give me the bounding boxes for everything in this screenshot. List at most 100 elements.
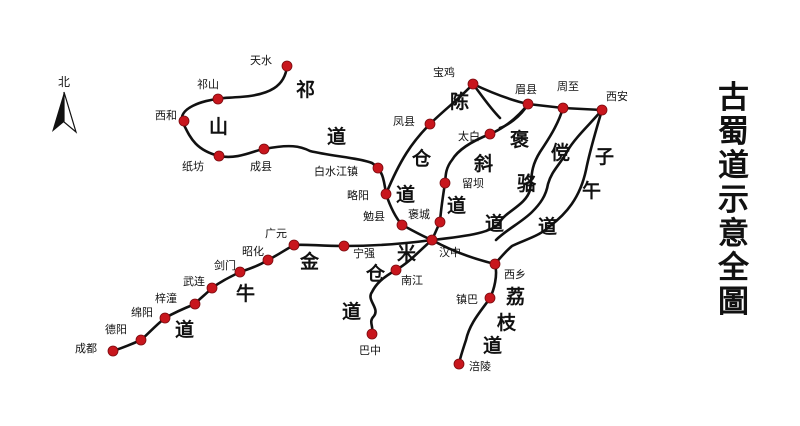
- road-char-tangluo-2: 骆: [517, 172, 537, 195]
- road-char-qishan-1: 祁: [296, 78, 315, 101]
- road-char-ziwu-2: 午: [582, 179, 601, 202]
- title-char-5: 意: [718, 216, 749, 252]
- city-label-guangyuan: 广元: [265, 227, 287, 240]
- city-dot-xian: [596, 104, 608, 116]
- city-dot-wulian: [206, 282, 218, 294]
- road-char-lizhi-2: 枝: [497, 311, 517, 334]
- city-label-chengdu: 成都: [75, 342, 97, 355]
- jinniu-road-line: [111, 238, 434, 353]
- city-dot-lueyang: [380, 188, 392, 200]
- city-label-fengxian: 凤县: [393, 115, 415, 128]
- city-dot-fengxian: [424, 118, 436, 130]
- road-char-qishan-3: 道: [327, 125, 346, 148]
- city-label-jianmen: 剑门: [214, 258, 236, 272]
- road-char-tangluo-3: 道: [485, 212, 504, 235]
- road-char-jinniu-3: 道: [175, 318, 194, 341]
- title-char-7: 圖: [718, 284, 749, 320]
- city-label-zitong: 梓潼: [155, 291, 177, 305]
- city-dot-chengxian: [258, 143, 270, 155]
- road-char-chencang-1: 陈: [450, 90, 469, 113]
- micang-road-line: [369, 238, 434, 336]
- city-label-deyang: 德阳: [105, 322, 127, 336]
- city-markers: [107, 60, 608, 370]
- city-label-baishuijiang: 白水江镇: [314, 164, 358, 178]
- city-dot-chengdu: [107, 345, 119, 357]
- map-title: 古 蜀 道 示 意 全 圖: [717, 80, 750, 320]
- city-dot-zhaohua: [262, 254, 274, 266]
- city-label-nanjiang: 南江: [401, 274, 423, 287]
- road-char-baoxie-3: 道: [447, 194, 466, 217]
- city-label-chengxian: 成县: [250, 160, 272, 173]
- north-arrow-right-half: [63, 91, 78, 134]
- city-label-taibai: 太白: [458, 129, 480, 143]
- city-label-mianxian: 勉县: [363, 209, 385, 223]
- city-label-liuba: 留坝: [462, 176, 484, 190]
- city-dot-baishuijiang: [372, 162, 384, 174]
- city-dot-baoji: [467, 78, 479, 90]
- city-dot-baocheng: [434, 216, 446, 228]
- ziwu-road-line: [493, 108, 604, 266]
- city-dot-mianyang: [159, 312, 171, 324]
- city-dot-zhifang: [213, 150, 225, 162]
- city-dot-zhouzhi: [557, 102, 569, 114]
- baoji-meixian-line: [471, 82, 604, 112]
- title-char-3: 道: [718, 148, 749, 184]
- city-labels: 天水 祁山 西和 纸坊 成县 白水江镇 略阳 勉县 凤县 宝鸡 太白 眉县 周至…: [75, 54, 628, 373]
- city-dot-zitong: [189, 298, 201, 310]
- road-char-micang-3: 道: [342, 300, 361, 323]
- title-char-6: 全: [717, 250, 750, 286]
- city-dot-meixian: [522, 98, 534, 110]
- city-dot-mianxian: [396, 219, 408, 231]
- road-char-tangluo-1: 傥: [550, 141, 570, 164]
- road-char-ziwu-3: 道: [538, 215, 557, 238]
- city-dot-liuba: [439, 177, 451, 189]
- city-dot-bazhong: [366, 328, 378, 340]
- city-label-zhaohua: 昭化: [242, 244, 264, 258]
- city-dot-zhenba: [484, 292, 496, 304]
- road-names: 祁 山 道 陈 仓 道 褒 斜 道 傥 骆 道 子 午 道 金 牛 道 米 仓 …: [175, 78, 614, 357]
- city-dot-nanjiang: [390, 264, 402, 276]
- tangluo-road-line: [430, 106, 565, 242]
- city-label-lueyang: 略阳: [347, 188, 369, 202]
- city-label-hanzhong: 汉中: [439, 246, 461, 259]
- city-label-fuling: 涪陵: [469, 359, 491, 373]
- city-dot-hanzhong: [426, 234, 438, 246]
- city-dot-tianshui: [281, 60, 293, 72]
- road-char-micang-1: 米: [397, 242, 417, 265]
- city-dot-jianmen: [234, 266, 246, 278]
- north-label: 北: [58, 75, 70, 89]
- city-label-tianshui: 天水: [250, 54, 272, 67]
- road-char-lizhi-3: 道: [483, 334, 502, 357]
- title-char-4: 示: [718, 182, 749, 218]
- city-dot-fuling: [453, 358, 465, 370]
- road-char-baoxie-2: 斜: [473, 152, 493, 175]
- road-char-lizhi-1: 荔: [506, 286, 525, 308]
- city-label-xian: 西安: [606, 89, 628, 103]
- city-dot-xixiang: [489, 258, 501, 270]
- city-label-meixian: 眉县: [515, 83, 537, 96]
- city-label-xixiang: 西乡: [504, 268, 526, 281]
- city-label-mianyang: 绵阳: [131, 305, 153, 319]
- city-dot-deyang: [135, 334, 147, 346]
- city-label-zhouzhi: 周至: [557, 80, 579, 93]
- city-label-xihe: 西和: [155, 109, 177, 122]
- city-label-zhenba: 镇巴: [456, 292, 478, 306]
- north-arrow-left-half: [52, 92, 64, 132]
- city-label-wulian: 武连: [183, 275, 205, 288]
- road-char-qishan-2: 山: [209, 116, 228, 138]
- road-char-jinniu-2: 牛: [236, 282, 255, 305]
- road-char-jinniu-1: 金: [299, 250, 320, 273]
- city-label-baoji: 宝鸡: [433, 65, 455, 79]
- title-char-2: 蜀: [718, 114, 749, 150]
- city-label-zhifang: 纸坊: [182, 159, 204, 173]
- city-dot-ningqiang: [338, 240, 350, 252]
- north-arrow-icon: 北: [52, 75, 78, 134]
- city-dot-taibai: [484, 128, 496, 140]
- tangluo-branch-line: [494, 108, 604, 242]
- city-label-ningqiang: 宁强: [353, 246, 375, 260]
- road-char-micang-2: 仓: [365, 262, 386, 285]
- city-label-bazhong: 巴中: [359, 344, 381, 357]
- title-char-1: 古: [718, 80, 749, 116]
- city-dot-guangyuan: [288, 239, 300, 251]
